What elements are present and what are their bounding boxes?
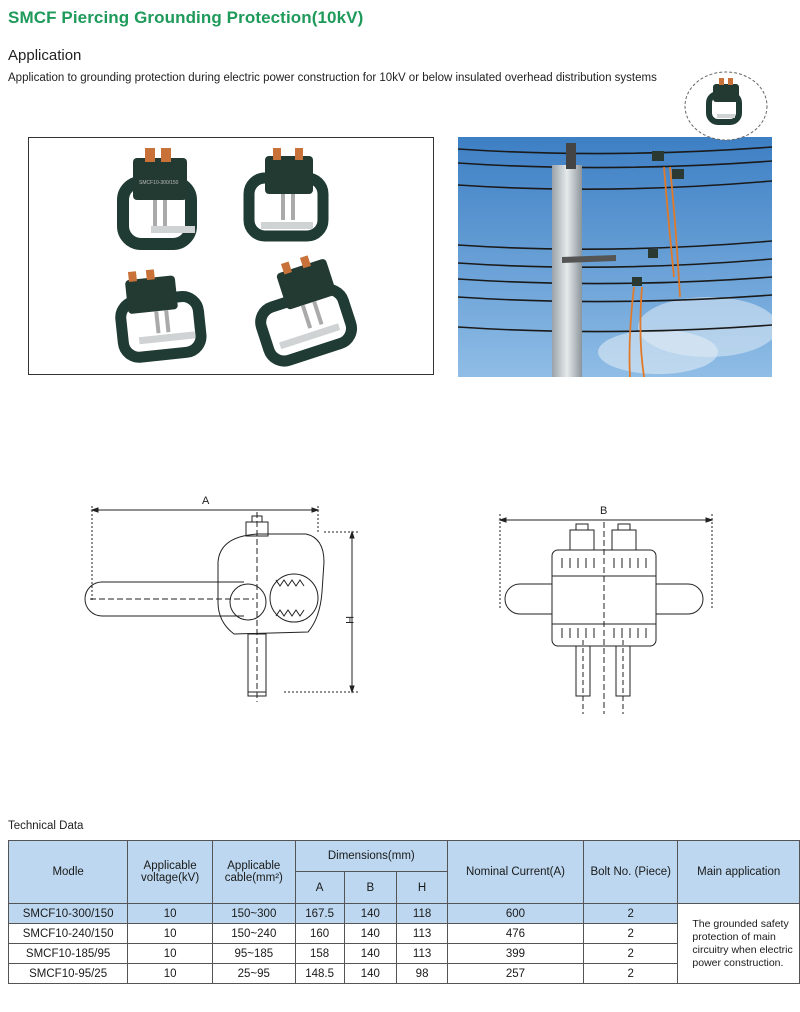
cell-bolt: 2: [583, 923, 679, 944]
detail-inset: [683, 70, 769, 142]
clamp-photo-4: [255, 255, 357, 367]
cell-dim-a: 167.5: [294, 903, 345, 924]
cell-dim-h: 113: [396, 923, 448, 944]
front-view-drawing: A H: [84, 492, 364, 717]
table-row: SMCF10-300/150 10 150~300 167.5 140 118 …: [7, 903, 800, 984]
utility-pole-image: [458, 137, 772, 377]
cell-current: 476: [446, 923, 585, 944]
table-row: SMCF10-185/95 10 95~185 158 140 113 399 …: [7, 943, 800, 964]
cell-dim-b: 140: [343, 903, 398, 924]
header-dim-h: H: [396, 871, 448, 904]
cell-cable: 150~240: [211, 923, 296, 944]
cell-voltage: 10: [127, 943, 213, 964]
table-row: SMCF10-95/25 10 25~95 148.5 140 98 257 2: [7, 963, 800, 984]
cell-dim-h: 113: [396, 943, 448, 964]
cell-voltage: 10: [127, 903, 213, 924]
cell-dim-h: 118: [396, 903, 448, 924]
front-view-svg: A H: [84, 495, 358, 702]
page-title: SMCF Piercing Grounding Protection(10kV): [8, 8, 364, 27]
cell-dim-a: 160: [294, 923, 345, 944]
clamp-label: SMCF10-300/150: [139, 180, 179, 186]
dimension-label-b: B: [600, 505, 607, 517]
dimension-label-h: H: [343, 616, 355, 624]
clamp-photo-3: [115, 269, 207, 363]
header-dimensions: Dimensions(mm): [294, 840, 448, 872]
cell-voltage: 10: [127, 923, 213, 944]
header-current: Nominal Current(A): [446, 840, 585, 904]
dimension-label-a: A: [202, 495, 210, 507]
inset-magnifier-image: [684, 71, 768, 141]
cell-cable: 150~300: [211, 903, 296, 924]
cell-model: SMCF10-300/150: [7, 903, 129, 924]
cell-dim-h: 98: [396, 963, 448, 984]
technical-data-table: Modle Applicable voltage(kV) Applicable …: [7, 840, 800, 984]
header-bolt: Bolt No. (Piece): [583, 840, 679, 904]
cell-current: 257: [446, 963, 585, 984]
table-row: SMCF10-240/150 10 150~240 160 140 113 47…: [7, 923, 800, 944]
technical-data-label: Technical Data: [8, 820, 84, 832]
cell-dim-a: 148.5: [294, 963, 345, 984]
header-model: Modle: [7, 840, 129, 904]
product-clamps-image: SMCF10-300/150: [115, 148, 357, 367]
header-application: Main application: [677, 840, 800, 904]
application-heading: Application: [8, 47, 82, 64]
clamp-photo-1: SMCF10-300/150: [117, 148, 197, 250]
cell-dim-b: 140: [343, 923, 398, 944]
cell-application: The grounded safety protection of main c…: [677, 903, 800, 984]
cell-bolt: 2: [583, 943, 679, 964]
cell-current: 399: [446, 943, 585, 964]
side-view-drawing: B: [492, 500, 722, 725]
cell-voltage: 10: [127, 963, 213, 984]
cell-cable: 95~185: [211, 943, 296, 964]
side-view-svg: B: [498, 505, 714, 714]
cell-dim-b: 140: [343, 943, 398, 964]
cell-bolt: 2: [583, 963, 679, 984]
header-dim-b: B: [343, 871, 398, 904]
cell-bolt: 2: [583, 903, 679, 924]
application-description: Application to grounding protection duri…: [8, 72, 657, 84]
cell-model: SMCF10-240/150: [7, 923, 129, 944]
cell-model: SMCF10-95/25: [7, 963, 129, 984]
installation-photo: [458, 137, 772, 377]
header-dim-a: A: [294, 871, 345, 904]
product-photo-panel: SMCF10-300/150: [28, 137, 434, 375]
clamp-photo-2: [243, 148, 329, 242]
cell-current: 600: [446, 903, 585, 924]
header-cable: Applicable cable(mm²): [211, 840, 296, 904]
header-voltage: Applicable voltage(kV): [127, 840, 213, 904]
cell-cable: 25~95: [211, 963, 296, 984]
cell-dim-b: 140: [343, 963, 398, 984]
cell-model: SMCF10-185/95: [7, 943, 129, 964]
cell-dim-a: 158: [294, 943, 345, 964]
